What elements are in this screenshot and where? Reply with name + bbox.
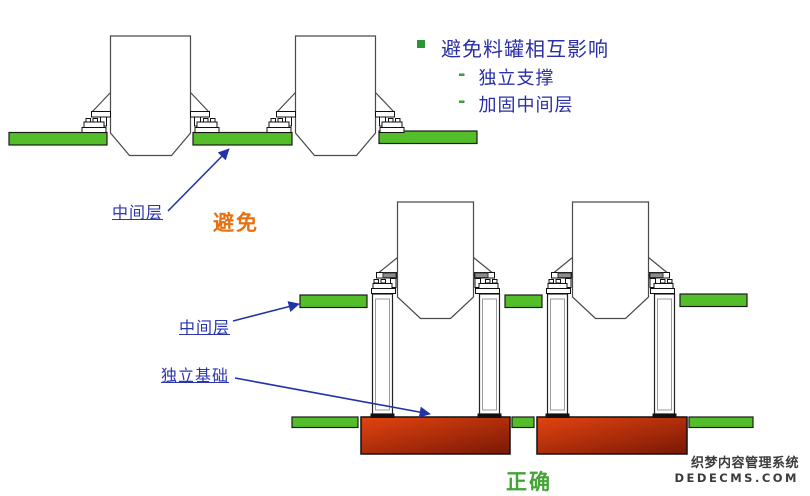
label-independent-foundation: 独立基础 (161, 366, 230, 385)
callout-arrows (167, 148, 431, 418)
subitem-label: 独立支撑 (478, 68, 555, 89)
bullet-subitem-1: - 独立支撑 (458, 64, 554, 90)
middle-layer-bar-left (299, 294, 368, 309)
arrow-middle-layer-top (167, 148, 230, 212)
label-middle-layer-top: 中间层 (112, 203, 164, 222)
middle-layer-bar-center (192, 131, 293, 146)
foundations (360, 416, 688, 455)
foundation-right (536, 416, 688, 455)
middle-layer-bar-left (8, 131, 108, 146)
foundation-left (360, 416, 511, 455)
watermark-line1: 织梦内容管理系统 (690, 456, 799, 471)
watermark: 织梦内容管理系统 DEDECMS.COM (674, 456, 800, 485)
ground-bar-left (291, 416, 359, 429)
tank-bottom-right (544, 201, 678, 419)
ground-bar-center (511, 416, 535, 429)
middle-layer-bars-top (8, 130, 478, 146)
middle-layer-bar-right (679, 293, 748, 308)
dash-icon: - (458, 64, 466, 85)
ground-bars-bottom (291, 416, 754, 429)
label-correct: 正确 (506, 470, 552, 494)
label-avoid: 避免 (213, 211, 259, 235)
middle-layer-bar-center (504, 294, 543, 309)
bullet-square-icon (417, 40, 425, 48)
arrow-middle-layer-bottom (232, 301, 300, 322)
middle-layer-bars-bottom (299, 293, 748, 309)
bullet-item-main: 避免料罐相互影响 (417, 33, 609, 62)
middle-layer-bar-right (378, 130, 478, 145)
arrow-independent-foundation (234, 377, 431, 418)
ground-bar-right (688, 416, 754, 429)
dash-icon: - (458, 91, 466, 112)
watermark-line2: DEDECMS.COM (674, 470, 799, 485)
subitem-label: 加固中间层 (478, 95, 574, 116)
tank-bottom-left (369, 201, 503, 419)
label-middle-layer-bottom: 中间层 (179, 318, 231, 337)
bullet-subitem-2: - 加固中间层 (458, 91, 573, 117)
bullet-heading: 避免料罐相互影响 (441, 37, 609, 61)
